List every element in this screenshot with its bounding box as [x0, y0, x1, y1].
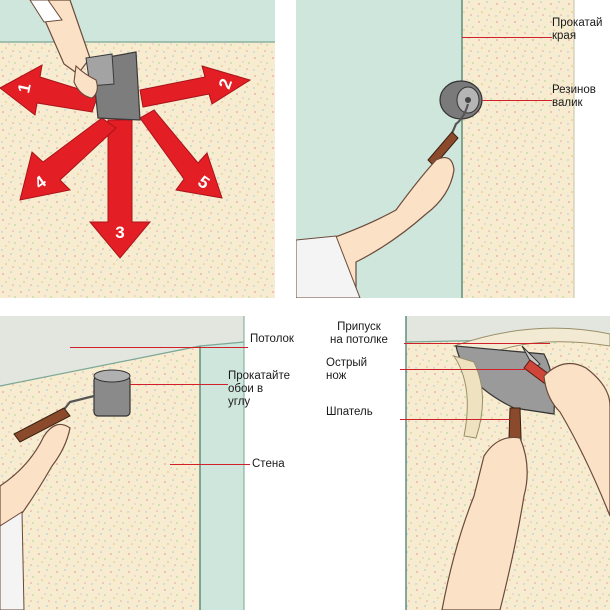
arrow-1 [0, 64, 99, 116]
sleeve [296, 235, 361, 298]
wall-right [200, 342, 244, 610]
arrow-number-3: 3 [115, 223, 124, 242]
leader-allowance [404, 343, 550, 344]
wallpaper-strip [462, 0, 574, 298]
label-wall: Стена [252, 458, 285, 470]
arrow-2 [139, 65, 252, 108]
spatula-icon [29, 0, 141, 121]
arrow-3 [88, 119, 152, 259]
hand-arm [0, 423, 71, 527]
panel-2-illustration [296, 0, 575, 298]
leader-corner [130, 384, 228, 385]
arrow-number-1: 1 [14, 81, 35, 94]
leader-ceiling [70, 347, 248, 348]
ceiling [0, 316, 244, 386]
arrow-4 [19, 117, 117, 201]
rubber-roller-icon [427, 80, 483, 167]
left-hand-arm [441, 436, 528, 610]
wallpaper-edge [452, 355, 484, 439]
panel-smoothing-directions: 1 2 3 4 5 [0, 0, 275, 298]
panel-1-illustration: 1 2 3 4 5 [0, 0, 275, 298]
wall-wallpaper-left [0, 346, 200, 610]
panel-4-illustration [324, 316, 610, 610]
sleeve [0, 511, 25, 610]
arrow-5 [139, 109, 223, 199]
leader-wall [170, 464, 250, 465]
roller-icon [13, 369, 131, 443]
leader-roller [482, 100, 552, 101]
leader-spatula [400, 419, 510, 420]
panel-3-illustration [0, 316, 305, 610]
wallpaper-surface [0, 0, 275, 298]
label-ceiling: Потолок [250, 333, 294, 345]
leader-knife [400, 369, 526, 370]
label-spatula: Шпатель [326, 406, 373, 418]
leader-edges [462, 37, 552, 38]
